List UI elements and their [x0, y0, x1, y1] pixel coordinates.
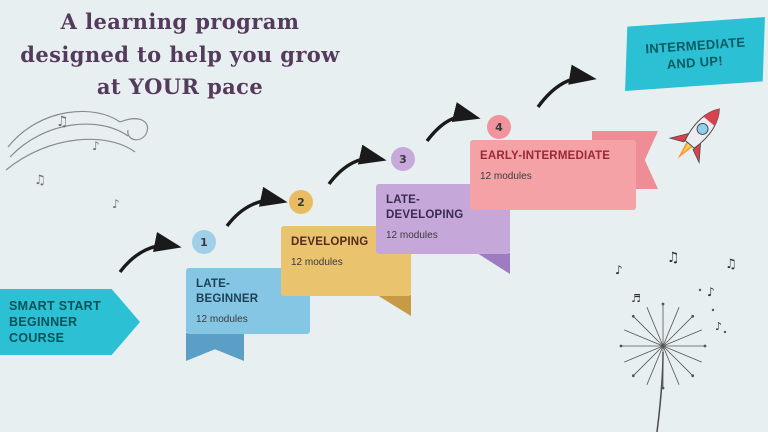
intermediate-banner: INTERMEDIATE AND UP! — [625, 17, 765, 91]
music-note-icon: ♪ — [707, 285, 715, 299]
music-note-icon: ♪ — [112, 197, 120, 211]
step-modules: 12 modules — [386, 229, 438, 241]
step-number-badge: 4 — [487, 115, 511, 139]
ribbon-fold — [477, 253, 510, 274]
dandelion-icon: ♪ ♫ ♪ ♫ ♬ ♪ — [615, 250, 737, 432]
banner-line: COURSE — [9, 331, 65, 345]
music-note-icon: ♬ — [631, 292, 641, 305]
step-label: DEVELOPING — [291, 236, 369, 248]
ribbon-fold — [377, 295, 411, 316]
curved-arrow-icon — [425, 102, 481, 143]
title-line-2: designed to help you grow — [20, 41, 340, 67]
ribbon-tail — [186, 333, 244, 361]
banner-line: AND UP! — [666, 53, 724, 72]
music-note-icon: ♫ — [34, 173, 46, 188]
page-title: A learning program designed to help you … — [15, 6, 345, 104]
music-note-icon: ♫ — [56, 114, 69, 130]
music-note-icon: ♪ — [715, 320, 722, 333]
banner-line: SMART START — [9, 299, 101, 313]
curved-arrow-icon — [118, 232, 182, 274]
step-modules: 12 modules — [291, 256, 343, 268]
curved-arrow-icon — [225, 186, 288, 228]
step-late-beginner: LATE-BEGINNER 12 modules — [186, 268, 310, 334]
music-swirl-icon: ♫ ♪ ♫ ♪ — [5, 110, 149, 211]
step-number-badge: 1 — [192, 230, 216, 254]
step-modules: 12 modules — [480, 170, 532, 182]
step-number-badge: 2 — [289, 190, 313, 214]
rocket-icon — [668, 108, 720, 165]
step-label: LATE-DEVELOPING — [386, 194, 464, 221]
step-label: EARLY-INTERMEDIATE — [480, 150, 611, 162]
title-line-3: at YOUR pace — [96, 74, 264, 100]
banner-line: INTERMEDIATE — [644, 34, 746, 57]
curved-arrow-icon — [327, 144, 387, 186]
step-label: LATE-BEGINNER — [196, 278, 259, 305]
step-number-badge: 3 — [391, 147, 415, 171]
banner-line: BEGINNER — [9, 315, 78, 329]
step-modules: 12 modules — [196, 313, 248, 325]
step-early-intermediate: EARLY-INTERMEDIATE 12 modules — [470, 140, 636, 210]
music-note-icon: ♫ — [667, 250, 680, 266]
title-line-1: A learning program — [60, 9, 300, 34]
music-note-icon: ♪ — [92, 139, 100, 153]
music-note-icon: ♫ — [725, 257, 737, 272]
curved-arrow-icon — [536, 64, 597, 109]
music-note-icon: ♪ — [615, 263, 623, 277]
smart-start-banner: SMART START BEGINNER COURSE — [0, 289, 140, 355]
step-late-developing: LATE-DEVELOPING 12 modules — [376, 184, 510, 254]
